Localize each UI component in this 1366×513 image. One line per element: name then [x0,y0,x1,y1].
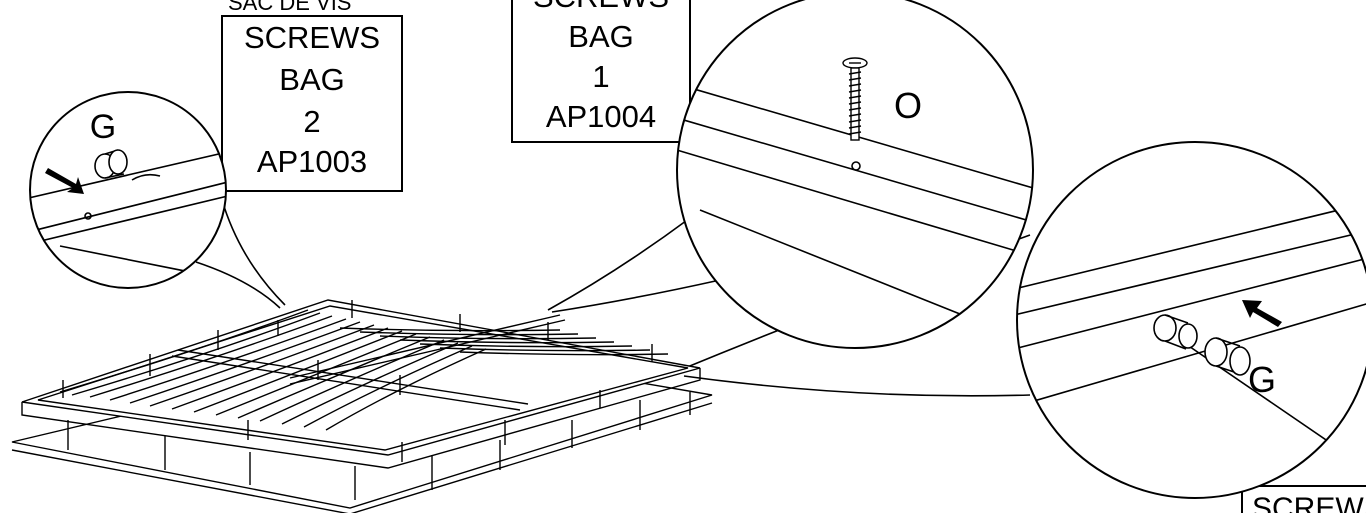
screw-icon [842,57,868,141]
top-label: SAC DE VIS [228,0,351,15]
bag1-line-3: 1 [592,59,609,94]
arrow-icon [45,168,84,194]
screws-bag-2-box: SCREWS BAG 2 AP1003 [221,15,403,192]
screws-corner-box: SCREWS [1241,485,1366,513]
bag2-line-3: 2 [303,104,320,139]
arrow-icon [1242,300,1282,327]
callout-middle: O [676,0,1034,349]
bag1-line-4: AP1004 [546,99,656,134]
bag2-line-4: AP1003 [257,144,367,179]
screws-bag-1-box: SCREWS BAG 1 AP1004 [511,0,691,143]
bag1-line-1: SCREWS [533,0,669,14]
callout-left: G [29,91,227,289]
callout-right: G [1016,141,1366,499]
callout-middle-letter: O [894,85,922,126]
bag2-line-1: SCREWS [244,20,380,55]
callout-right-letter: G [1248,359,1276,400]
bag2-line-2: BAG [279,62,344,97]
corner-box-text: SCREWS [1252,492,1366,513]
bag1-line-2: BAG [568,19,633,54]
bed-frame-illustration [11,299,713,513]
callout-left-letter: G [90,108,116,146]
